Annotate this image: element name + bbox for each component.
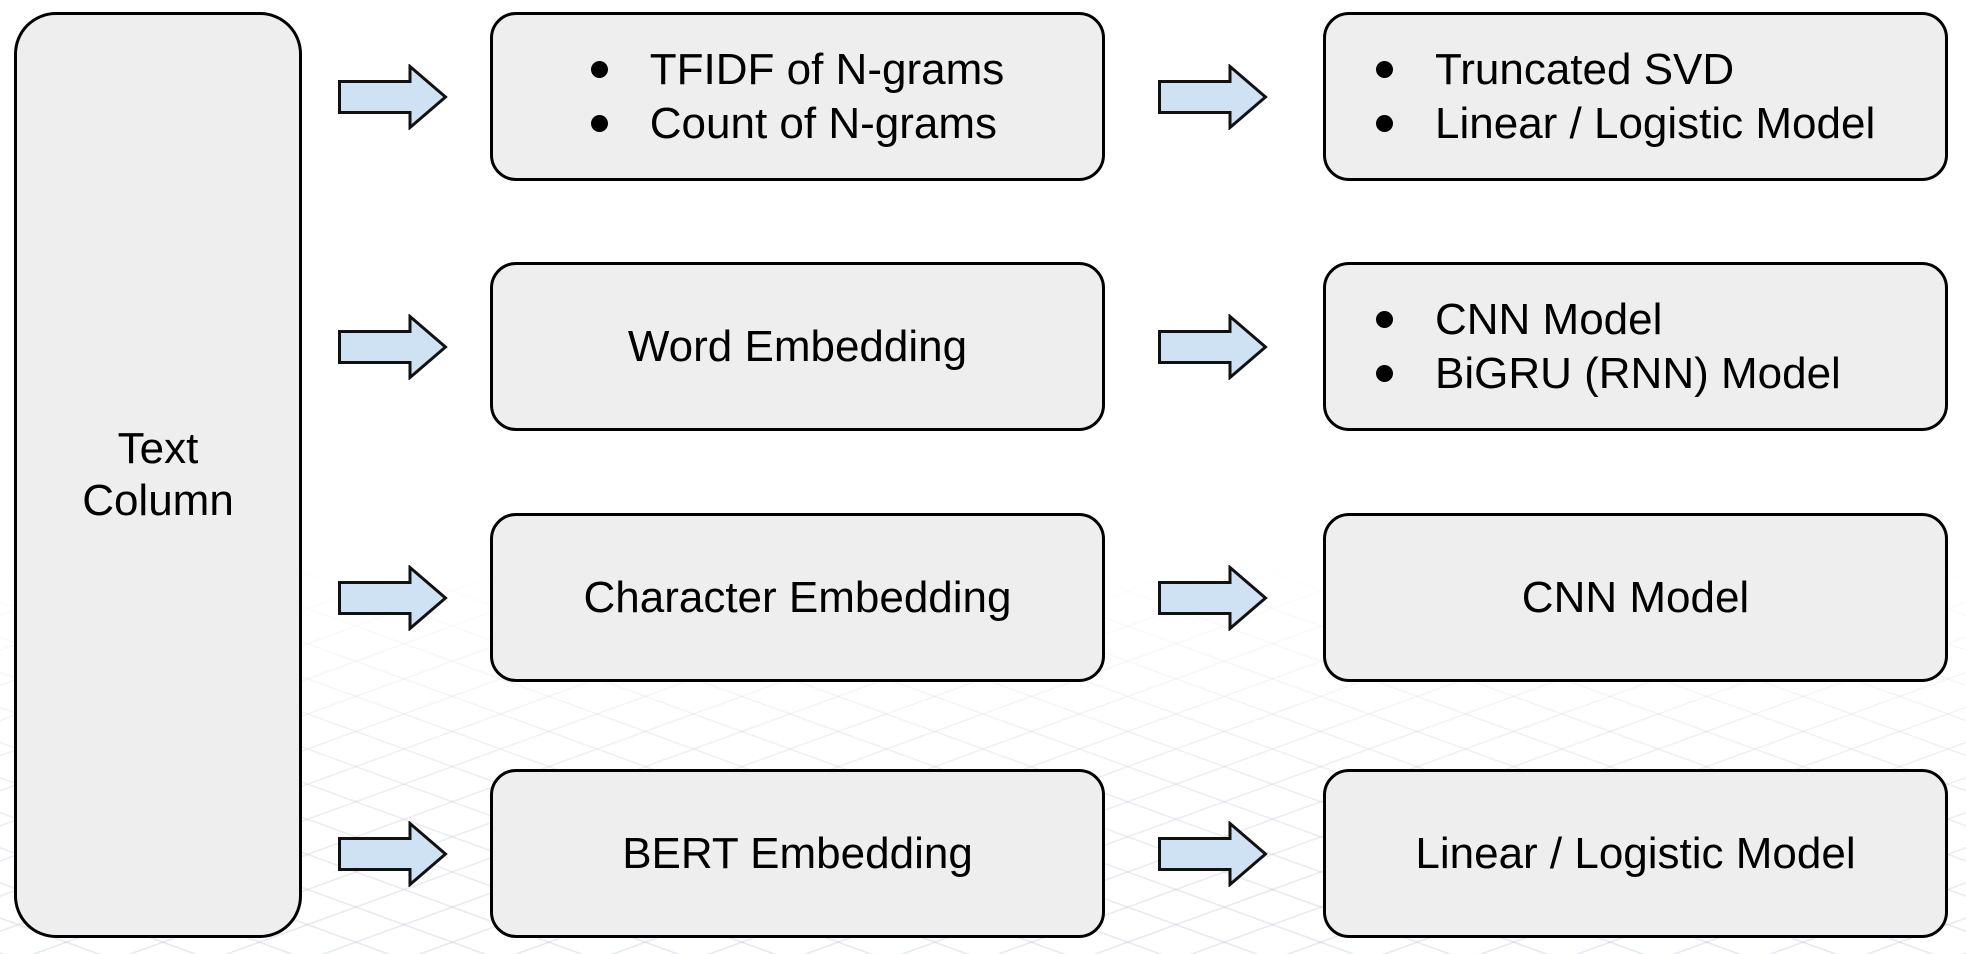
model-label: CNN Model [1521,572,1750,622]
list-item: BiGRU (RNN) Model [1376,347,1841,401]
list-item: Count of N-grams [590,97,1004,151]
node-word-embedding: Word Embedding [490,262,1105,431]
right-arrow-icon [1158,314,1268,380]
node-svd-linear-logistic: Truncated SVD Linear / Logistic Model [1323,12,1948,181]
right-arrow-icon [338,314,448,380]
model-label: Linear / Logistic Model [1415,828,1856,878]
model-bullet-list: CNN Model BiGRU (RNN) Model [1376,293,1841,401]
bullet-icon [590,61,608,78]
right-arrow-icon [338,64,448,130]
node-cnn-model: CNN Model [1323,513,1948,682]
right-arrow-icon [338,565,448,631]
bullet-icon [1376,365,1393,382]
list-item: TFIDF of N-grams [590,43,1004,97]
node-linear-logistic-model: Linear / Logistic Model [1323,769,1948,938]
right-arrow-icon [1158,821,1268,887]
node-bert-embedding: BERT Embedding [490,769,1105,938]
bullet-icon [1376,61,1393,78]
node-character-embedding: Character Embedding [490,513,1105,682]
bullet-icon [1376,115,1393,132]
model-bullet-list: Truncated SVD Linear / Logistic Model [1376,43,1875,151]
node-text-column: Text Column [14,12,302,938]
list-item: Linear / Logistic Model [1376,97,1875,151]
feature-label: Character Embedding [583,572,1012,622]
feature-bullet-list: TFIDF of N-grams Count of N-grams [590,43,1004,151]
list-item: CNN Model [1376,293,1841,347]
bullet-icon [590,115,608,132]
right-arrow-icon [1158,64,1268,130]
bullet-icon [1376,311,1393,328]
right-arrow-icon [338,821,448,887]
node-cnn-bigru: CNN Model BiGRU (RNN) Model [1323,262,1948,431]
right-arrow-icon [1158,565,1268,631]
feature-label: Word Embedding [627,321,968,371]
list-item: Truncated SVD [1376,43,1875,97]
node-tfidf-count-ngrams: TFIDF of N-grams Count of N-grams [490,12,1105,181]
text-column-label-line1: Text [117,424,199,473]
feature-label: BERT Embedding [622,828,973,878]
text-column-label-line2: Column [82,476,234,525]
